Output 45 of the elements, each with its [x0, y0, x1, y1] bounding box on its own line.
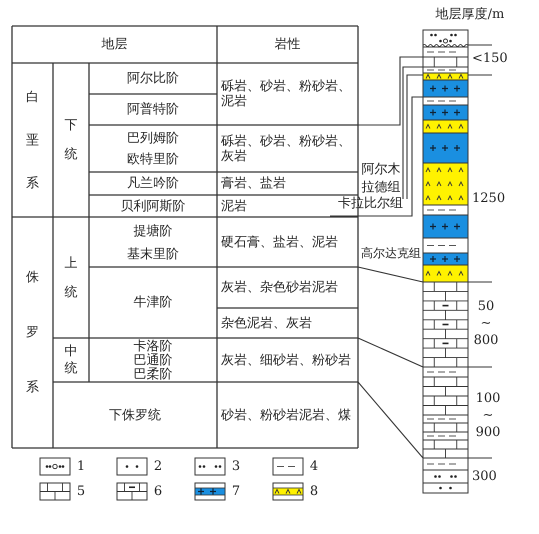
lithology-text: 灰岩、杂色砂岩泥岩 [221, 280, 338, 295]
series-name: 上统 [64, 254, 78, 302]
thickness-value: 50 ~ 800 [472, 298, 500, 348]
axis-title: 地层厚度/m [436, 6, 504, 22]
legend-label: 2 [154, 459, 162, 474]
stage-name: 阿普特阶 [127, 102, 179, 117]
stage-name: 阿尔比阶 [127, 71, 179, 86]
lithology-text: 泥岩 [221, 198, 247, 214]
system-name: 白垩系 [26, 88, 39, 192]
legend-label: 8 [310, 484, 318, 499]
lithology-text: 砾岩、砂岩、粉砂岩、灰岩 [221, 134, 352, 164]
thickness-value: 100 ~ 900 [474, 390, 502, 440]
stage-name: 凡兰吟阶 [127, 176, 179, 191]
stage-name: 巴柔阶 [134, 366, 172, 382]
series-name: 下侏罗统 [109, 408, 161, 422]
lithology-text: 灰岩、细砂岩、粉砂岩 [221, 352, 351, 368]
legend-label: 3 [232, 459, 240, 474]
legend-label: 7 [232, 484, 240, 499]
thickness-value: 300 [472, 468, 497, 484]
thickness-value: 1250 [472, 190, 506, 206]
stage-name: 巴通阶 [134, 352, 172, 368]
formation-name: 高尔达克组 [361, 246, 421, 260]
thickness-value: <150 [472, 50, 508, 66]
lithology-text: 砂岩、粉砂岩泥岩、煤 [221, 408, 351, 422]
stage-name: 贝利阿斯阶 [120, 198, 186, 214]
lithology-text: 杂色泥岩、灰岩 [221, 316, 312, 330]
column-header: 岩性 [274, 37, 300, 52]
stage-name: 牛津阶 [134, 295, 172, 310]
column-header: 地层 [102, 37, 128, 52]
legend-label: 6 [154, 484, 162, 499]
system-name: 侏罗系 [26, 269, 39, 397]
lithology-text: 硬石膏、盐岩、泥岩 [221, 234, 338, 250]
lithology-text: 砾岩、砂岩、粉砂岩、泥岩 [221, 79, 352, 109]
stage-name: 基末里阶 [127, 246, 179, 262]
series-name: 下统 [64, 117, 78, 164]
series-name: 中统 [64, 343, 78, 377]
legend-label: 1 [76, 459, 86, 474]
stage-name: 欧特里阶 [127, 152, 179, 166]
stage-name: 提塘阶 [134, 224, 172, 238]
formation-name: 阿尔木拉德组 [360, 161, 402, 196]
lithology-text: 膏岩、盐岩 [221, 176, 286, 191]
stage-name: 卡洛阶 [134, 338, 172, 354]
legend-label: 4 [310, 459, 318, 474]
legend-label: 5 [76, 484, 86, 499]
stage-name: 巴列姆阶 [127, 130, 179, 146]
